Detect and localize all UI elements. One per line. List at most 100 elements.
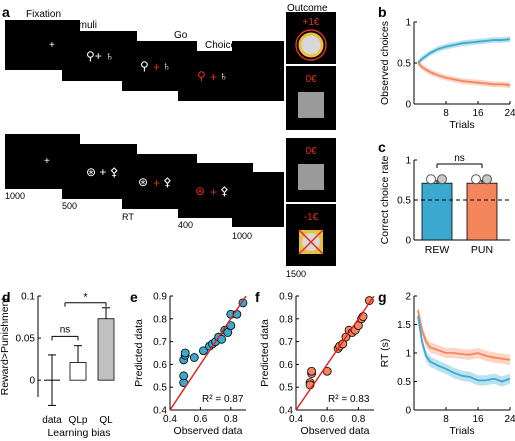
chosen-stimulus-bottom: ⊛ xyxy=(195,184,205,198)
duration-go: RT xyxy=(122,212,134,222)
x-tick-label: 24 xyxy=(504,108,515,119)
stimulus-symbol-top: ⚲+ ♄ xyxy=(86,49,114,63)
dot-marker xyxy=(482,174,492,185)
stage-label-go: Go xyxy=(174,30,188,41)
data-point xyxy=(189,353,199,362)
outcome-label-zero-b: 0€ xyxy=(305,146,317,157)
screen-blank-top xyxy=(232,41,284,101)
choice-stimulus2-bottom: ⚴ xyxy=(220,184,229,198)
data-point xyxy=(307,366,317,376)
x-tick-label: 8 xyxy=(443,414,449,425)
fixation-cross-top: + xyxy=(49,40,55,51)
y-axis-title: Predicted data xyxy=(259,319,271,387)
x-axis-title: Learning bias xyxy=(47,427,110,439)
stimulus-symbol-bottom: ⊛ + ⚴ xyxy=(86,165,119,179)
panel-a-task-schematic: Fixation Stimuli Go Choice Outcome + ⚲+ … xyxy=(5,3,336,279)
data-point xyxy=(238,298,248,308)
y-tick-label: 0.5 xyxy=(153,383,167,394)
y-tick-label: 0.5 xyxy=(397,196,411,207)
choice-cross-bottom: + xyxy=(210,185,217,199)
x-tick-label: 0.6 xyxy=(193,414,207,425)
bar-ql xyxy=(97,318,115,381)
screen-blank-bottom xyxy=(232,172,284,227)
outcome-label-plus1: +1€ xyxy=(303,17,320,28)
y-axis-title: Correct choice rate xyxy=(379,155,391,244)
dot-marker xyxy=(471,174,481,185)
selection-ring-icon xyxy=(295,29,327,61)
x-category-label: PUN xyxy=(471,244,493,256)
x-category-label: QLp xyxy=(69,415,88,426)
stage-label-fixation: Fixation xyxy=(26,9,61,20)
fixation-cross-bottom: + xyxy=(44,156,50,167)
y-axis-title: Reward>Punishment xyxy=(0,298,11,396)
dot-marker xyxy=(437,174,447,185)
y-tick-label: 0.5 xyxy=(397,59,411,70)
significance-label-star: * xyxy=(83,292,88,304)
panel-letter-g: g xyxy=(378,289,387,305)
outcome-label-minus1: -1€ xyxy=(304,212,319,223)
y-axis-title: Predicted data xyxy=(133,319,145,387)
series-line-1 xyxy=(417,315,511,383)
grey-square-icon-b xyxy=(298,164,324,190)
y-tick-label: 0.4 xyxy=(153,406,167,417)
series-line-0 xyxy=(417,38,511,64)
y-tick-label: 1 xyxy=(405,18,411,29)
go-stimulus2-bottom: ⚴ xyxy=(163,175,172,189)
x-tick-label: 0.6 xyxy=(320,414,334,425)
dot-marker xyxy=(426,174,436,185)
x-category-label: QL xyxy=(99,415,113,426)
y-tick-label: 0.5 xyxy=(397,377,411,388)
bar-qlp xyxy=(69,362,87,381)
panel-letter-c: c xyxy=(378,139,386,155)
series-line-0 xyxy=(417,310,511,361)
x-axis-title: Trials xyxy=(449,119,474,131)
bar-rew xyxy=(421,182,453,241)
data-point xyxy=(364,296,374,305)
significance-label: ns xyxy=(454,153,465,164)
x-tick-label: 24 xyxy=(504,414,515,425)
go-stimulus-top: ⚲ xyxy=(140,59,149,73)
y-tick-label: 0.6 xyxy=(153,360,167,371)
choice-cross-top: + xyxy=(210,70,217,84)
choice-stimulus2-top: ♄ xyxy=(219,69,228,83)
panel-letter-e: e xyxy=(130,289,138,305)
error-band-series-1 xyxy=(418,60,510,89)
y-tick-label: 0.8 xyxy=(153,314,167,325)
y-tick-label: 1 xyxy=(405,156,411,167)
r-squared-annotation: R² = 0.83 xyxy=(328,394,370,405)
stage-label-outcome: Outcome xyxy=(287,3,328,14)
y-tick-label: 0.8 xyxy=(279,314,293,325)
y-tick-label: 2 xyxy=(405,292,411,303)
go-cross-bottom: + xyxy=(153,176,160,190)
error-band-series-0 xyxy=(418,305,510,365)
x-tick-label: 16 xyxy=(472,108,484,119)
y-tick-label: 0.1 xyxy=(21,292,35,303)
y-tick-label: 0.5 xyxy=(279,383,293,394)
x-category-label: data xyxy=(42,415,62,426)
stage-label-stimuli: Stimuli xyxy=(67,20,97,31)
x-category-label: REW xyxy=(425,244,450,256)
grey-square-icon-a xyxy=(298,92,324,118)
data-point xyxy=(199,346,208,356)
x-tick-label: 0.8 xyxy=(224,414,238,425)
x-axis-title: Observed data xyxy=(301,425,370,437)
y-axis-title: Observed choices xyxy=(379,21,391,105)
y-tick-label: 0.7 xyxy=(279,337,293,348)
x-tick-label: 16 xyxy=(472,414,484,425)
y-tick-label: 1 xyxy=(405,349,411,360)
x-tick-label: 0.8 xyxy=(351,414,365,425)
x-tick-label: 0.4 xyxy=(289,414,303,425)
duration-stimuli: 500 xyxy=(62,201,77,211)
panel-letter-d: d xyxy=(2,289,11,305)
bar-pun xyxy=(466,182,498,241)
go-cross-top: + xyxy=(153,60,160,74)
x-axis-title: Trials xyxy=(449,425,474,437)
duration-outcome: 1500 xyxy=(286,269,306,279)
y-tick-label: 0.05 xyxy=(16,334,36,345)
data-point xyxy=(179,371,189,381)
